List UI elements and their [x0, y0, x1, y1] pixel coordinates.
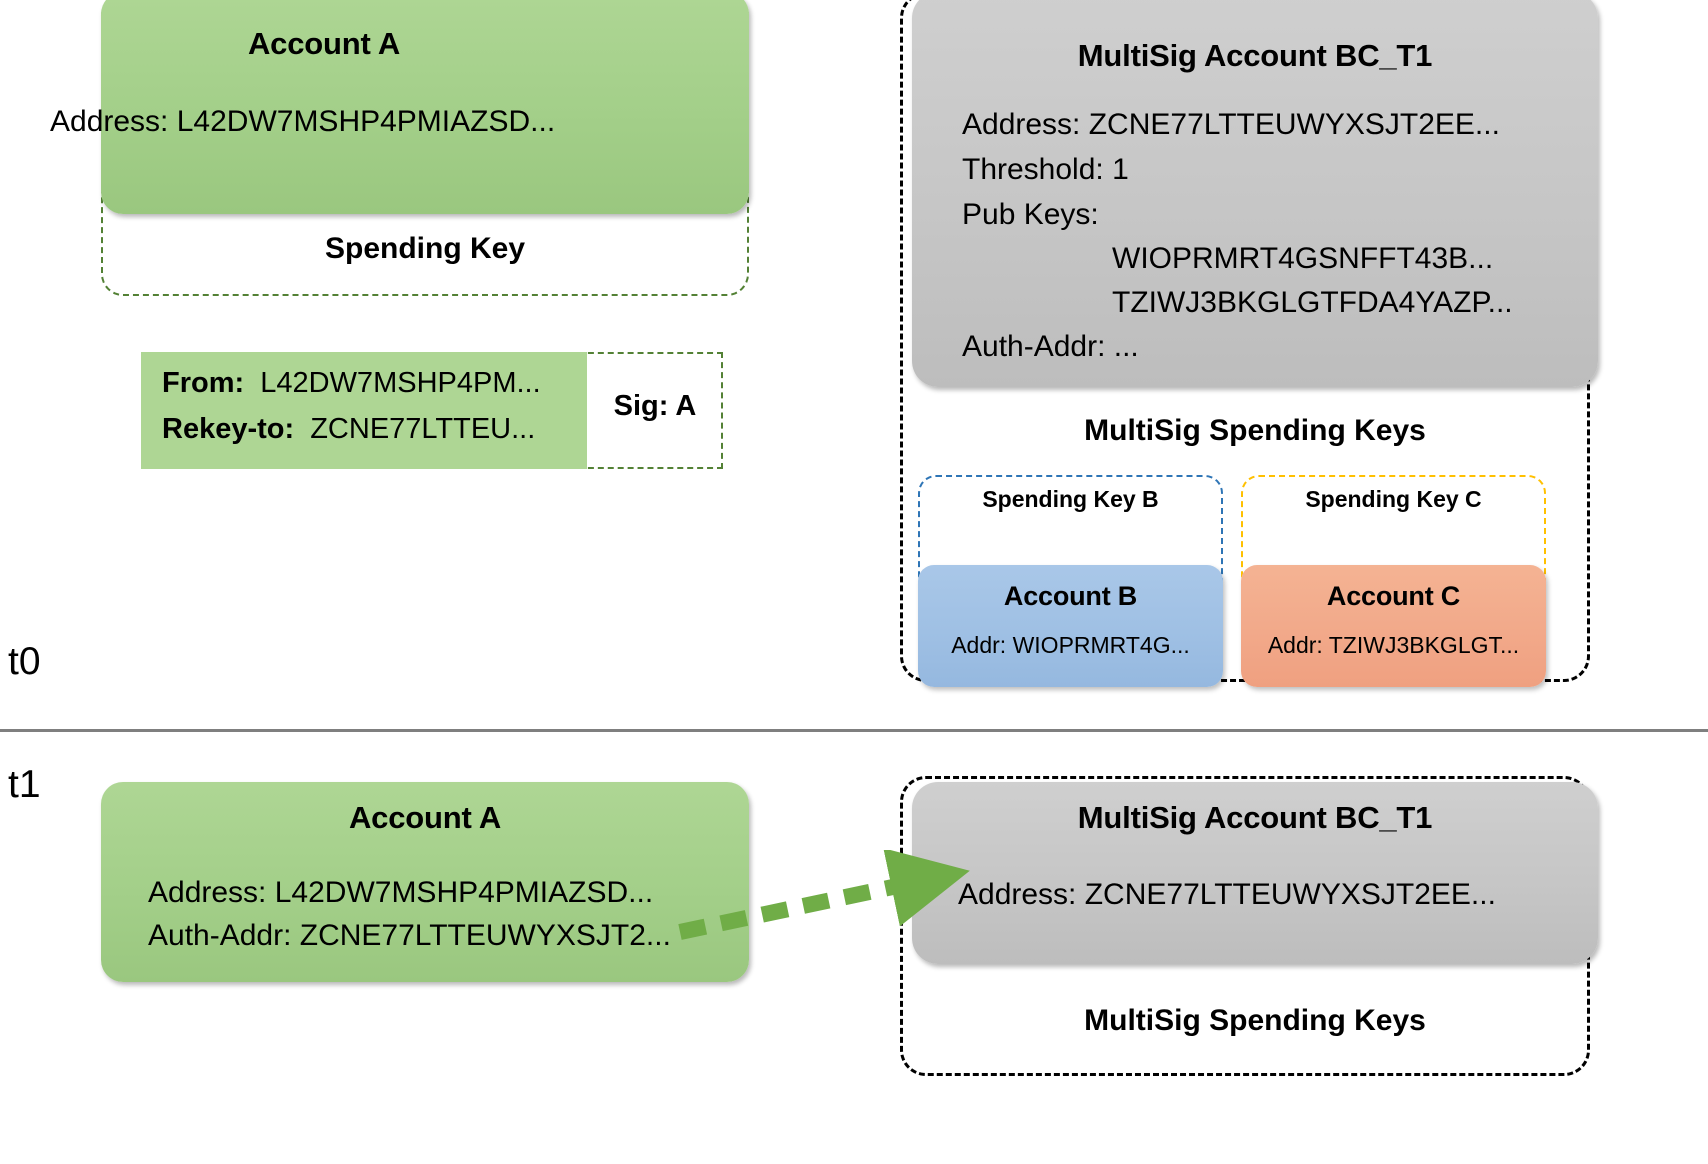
- spending-key-c-label: Spending Key C: [1305, 486, 1482, 512]
- multisig-account-box: [912, 0, 1598, 387]
- multisig-pubkey-1: WIOPRMRT4GSNFFT43B...: [1112, 242, 1494, 275]
- multisig-account-title: MultiSig Account BC_T1: [1077, 38, 1433, 73]
- transaction-from-label: From:: [162, 367, 245, 399]
- account-a-auth-addr-t1: Auth-Addr: ZCNE77LTTEUWYXSJT2...: [148, 919, 671, 952]
- transaction-rekey-row: Rekey-to: ZCNE77LTTEU...: [162, 413, 535, 446]
- multisig-threshold: Threshold: 1: [962, 153, 1129, 186]
- multisig-spending-keys-label: MultiSig Spending Keys: [1084, 414, 1426, 447]
- transaction-rekey-label: Rekey-to:: [162, 413, 295, 445]
- transaction-rekey-value: ZCNE77LTTEU...: [310, 413, 536, 445]
- transaction-from-value: L42DW7MSHP4PM...: [260, 367, 541, 399]
- account-a-address-t1: Address: L42DW7MSHP4PMIAZSD...: [148, 876, 654, 909]
- account-b-title: Account B: [1003, 581, 1138, 611]
- transaction-from-row: From: L42DW7MSHP4PM...: [162, 367, 541, 400]
- account-b-box: [918, 565, 1223, 687]
- account-c-address: Addr: TZIWJ3BKGLGT...: [1267, 632, 1520, 658]
- account-a-box: [101, 0, 749, 214]
- multisig-spending-keys-label-t1: MultiSig Spending Keys: [1084, 1004, 1426, 1037]
- multisig-pubkeys-label: Pub Keys:: [962, 198, 1099, 231]
- multisig-auth-addr: Auth-Addr: ...: [962, 330, 1139, 363]
- account-a-box-t1: [101, 782, 749, 982]
- account-a-title: Account A: [247, 26, 401, 61]
- multisig-address: Address: ZCNE77LTTEUWYXSJT2EE...: [962, 108, 1500, 141]
- timeline-label-t1: t1: [8, 763, 41, 806]
- spending-key-b-label: Spending Key B: [982, 486, 1159, 512]
- timeline-divider: [0, 729, 1708, 732]
- account-a-address: Address: L42DW7MSHP4PMIAZSD...: [50, 105, 556, 138]
- account-b-address: Addr: WIOPRMRT4G...: [951, 632, 1190, 658]
- multisig-account-title-t1: MultiSig Account BC_T1: [1077, 800, 1433, 835]
- multisig-account-box-t1: [912, 782, 1598, 964]
- account-c-box: [1241, 565, 1546, 687]
- rekey-arrow-icon: [678, 850, 970, 940]
- account-a-title-t1: Account A: [348, 800, 502, 835]
- timeline-label-t0: t0: [8, 640, 41, 683]
- transaction-signature-label: Sig: A: [613, 390, 697, 422]
- multisig-address-t1: Address: ZCNE77LTTEUWYXSJT2EE...: [958, 878, 1496, 911]
- transaction-body: [141, 352, 587, 469]
- account-a-spending-key-label: Spending Key: [324, 232, 526, 265]
- multisig-pubkey-2: TZIWJ3BKGLGTFDA4YAZP...: [1112, 286, 1513, 319]
- account-c-title: Account C: [1326, 581, 1461, 611]
